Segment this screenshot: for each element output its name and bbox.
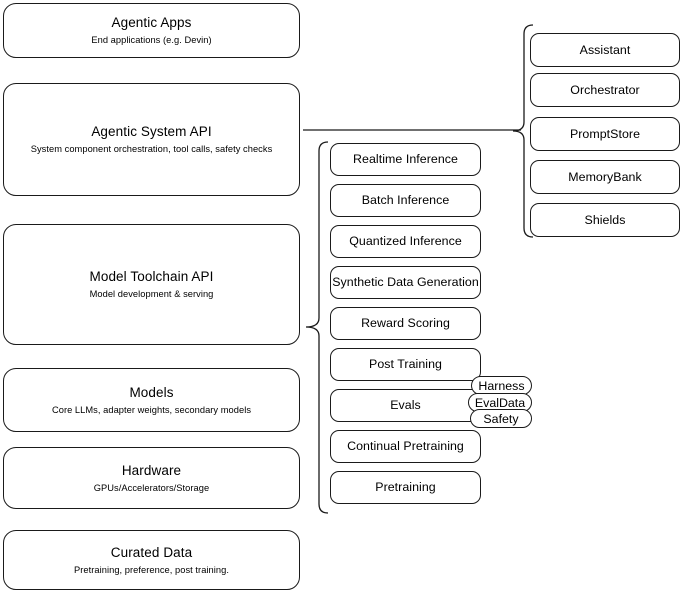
layer-title: Curated Data	[110, 544, 193, 560]
layer-subtitle: Pretraining, preference, post training.	[74, 564, 229, 575]
toolchain-node-synthetic-data-generation[interactable]: Synthetic Data Generation	[330, 266, 481, 299]
node-label: Evals	[390, 398, 421, 412]
toolchain-node-realtime-inference[interactable]: Realtime Inference	[330, 143, 481, 176]
pill-label: Harness	[478, 378, 525, 393]
layer-title: Agentic System API	[91, 124, 212, 139]
node-label: Realtime Inference	[353, 152, 458, 166]
node-label: Synthetic Data Generation	[332, 275, 479, 289]
node-label: Quantized Inference	[349, 234, 462, 248]
node-label: Shields	[584, 212, 626, 227]
system-node-assistant[interactable]: Assistant	[530, 33, 680, 67]
pill-label: Safety	[483, 411, 519, 426]
node-label: MemoryBank	[568, 169, 642, 184]
node-label: Pretraining	[375, 480, 436, 494]
node-label: Orchestrator	[570, 82, 640, 97]
node-label: Batch Inference	[361, 193, 450, 207]
system-node-memorybank[interactable]: MemoryBank	[530, 160, 680, 194]
layer-title: Agentic Apps	[111, 15, 192, 30]
toolchain-node-evals[interactable]: Evals	[330, 389, 481, 422]
toolchain-node-quantized-inference[interactable]: Quantized Inference	[330, 225, 481, 258]
system-node-promptstore[interactable]: PromptStore	[530, 117, 680, 151]
toolchain-nodes-brace	[305, 141, 329, 514]
layer-title: Hardware	[121, 462, 182, 478]
layer-title: Models	[129, 384, 174, 400]
system-node-orchestrator[interactable]: Orchestrator	[530, 73, 680, 107]
node-label: Assistant	[579, 42, 631, 57]
node-label: PromptStore	[569, 126, 641, 141]
layer-subtitle: End applications (e.g. Devin)	[91, 35, 212, 45]
node-label: Post Training	[369, 357, 442, 371]
layer-subtitle: Model development & serving	[89, 289, 214, 299]
layer-box-model-toolchain-api[interactable]: Model Toolchain API Model development & s…	[3, 224, 300, 345]
toolchain-node-post-training[interactable]: Post Training	[330, 348, 481, 381]
layer-title: Model Toolchain API	[89, 269, 214, 284]
layer-subtitle: GPUs/Accelerators/Storage	[93, 482, 210, 493]
toolchain-node-pretraining[interactable]: Pretraining	[330, 471, 481, 504]
layer-box-agentic-system-api[interactable]: Agentic System API System component orche…	[3, 83, 300, 196]
eval-pill-safety[interactable]: Safety	[470, 409, 532, 428]
node-label: Continual Pretraining	[347, 439, 464, 453]
toolchain-node-continual-pretraining[interactable]: Continual Pretraining	[330, 430, 481, 463]
system-node-shields[interactable]: Shields	[530, 203, 680, 237]
node-label: Reward Scoring	[361, 316, 450, 330]
toolchain-node-reward-scoring[interactable]: Reward Scoring	[330, 307, 481, 340]
layer-subtitle: Core LLMs, adapter weights, secondary mo…	[51, 404, 252, 415]
layer-subtitle: System component orchestration, tool cal…	[30, 144, 273, 154]
toolchain-node-batch-inference[interactable]: Batch Inference	[330, 184, 481, 217]
pill-label: EvalData	[474, 395, 526, 410]
